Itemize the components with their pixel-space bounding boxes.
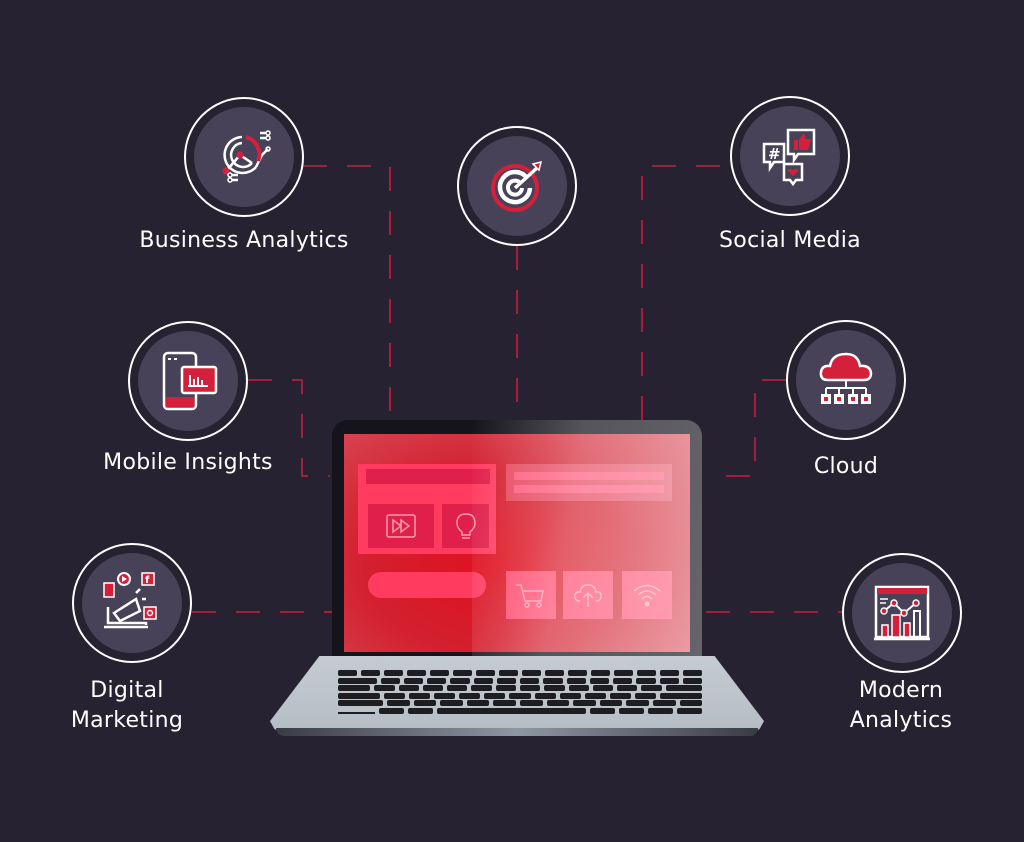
laptop-base-edge [276,728,758,736]
node-social-media: # [730,96,850,216]
label-social-media: Social Media [719,228,861,253]
cloud-network-icon [819,352,873,404]
browser-chart-icon [874,585,930,641]
laptop-deck [270,656,764,730]
laptop-screen [344,434,690,652]
node-modern-analytics [842,553,962,673]
screen-tile-idea [442,504,489,548]
node-mobile-insights [128,321,248,441]
label-digital-marketing: Digital Marketing [52,676,202,736]
label-cloud: Cloud [813,454,879,479]
svg-text:f: f [145,575,150,586]
screen-tile-cart [506,571,556,619]
label-modern-analytics-line1: Modern [858,678,944,703]
screen-tile-media [368,504,434,548]
screen-text-line [514,485,664,493]
wifi-icon [633,584,661,607]
keyboard [338,670,703,714]
label-mobile-insights: Mobile Insights [103,450,273,475]
label-modern-analytics-line2: Analytics [849,708,953,733]
lid-gloss [472,420,702,660]
node-target [457,126,577,246]
node-business-analytics [184,97,304,217]
fast-forward-icon [386,514,416,538]
screen-tile-wifi [622,571,672,619]
label-business-analytics: Business Analytics [139,228,349,253]
node-digital-marketing: f [72,543,192,663]
screen-panel-header [366,469,490,484]
screen-pill-button [368,572,486,598]
target-arrow-icon [491,160,543,212]
label-digital-marketing-line2: Marketing [70,708,184,733]
social-chat-bubbles-icon: # [762,128,816,187]
screen-gloss [490,434,690,652]
svg-text:#: # [768,145,781,163]
laptop [270,420,764,740]
label-modern-analytics: Modern Analytics [826,676,976,736]
screen-text-line [514,472,664,480]
shopping-cart-icon [516,584,544,608]
laptop-lid [332,420,702,660]
analytics-donut-icon [222,130,271,183]
cloud-upload-icon [574,584,602,607]
mobile-chart-icon [162,351,218,411]
lightbulb-icon [455,513,476,539]
screen-tile-upload [563,571,613,619]
label-digital-marketing-line1: Digital [90,678,164,703]
screen-text-block [506,464,672,501]
laptop-base [270,656,764,736]
node-cloud [786,320,906,440]
megaphone-social-icon: f [103,572,157,629]
